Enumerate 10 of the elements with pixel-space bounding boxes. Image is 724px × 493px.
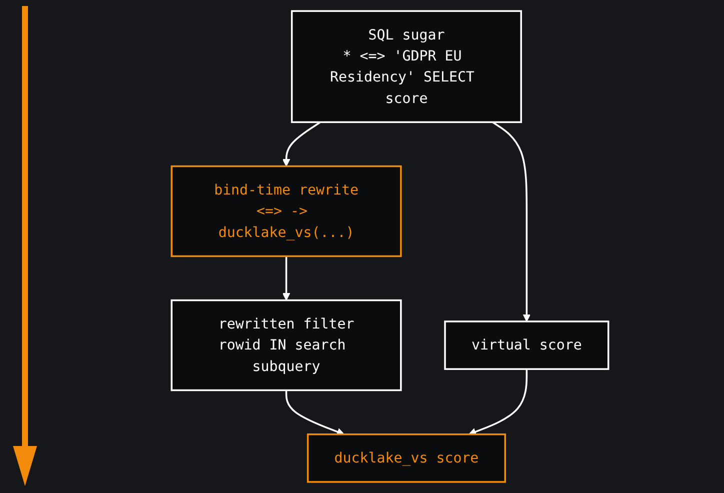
node-box: bind-time rewrite <=> -> ducklake_vs(...) [170,165,402,258]
node-box: virtual score [444,320,610,370]
node-box: ducklake_vs score [306,433,506,483]
arrow [492,121,531,322]
arrow [468,369,528,436]
node-box: rewritten filter rowid IN search subquery [170,299,402,392]
node-box: SQL sugar * <=> 'GDPR EU Residency' SELECT score [290,10,522,124]
arrow [282,256,290,301]
arrow [285,390,344,436]
arrow [282,121,321,167]
